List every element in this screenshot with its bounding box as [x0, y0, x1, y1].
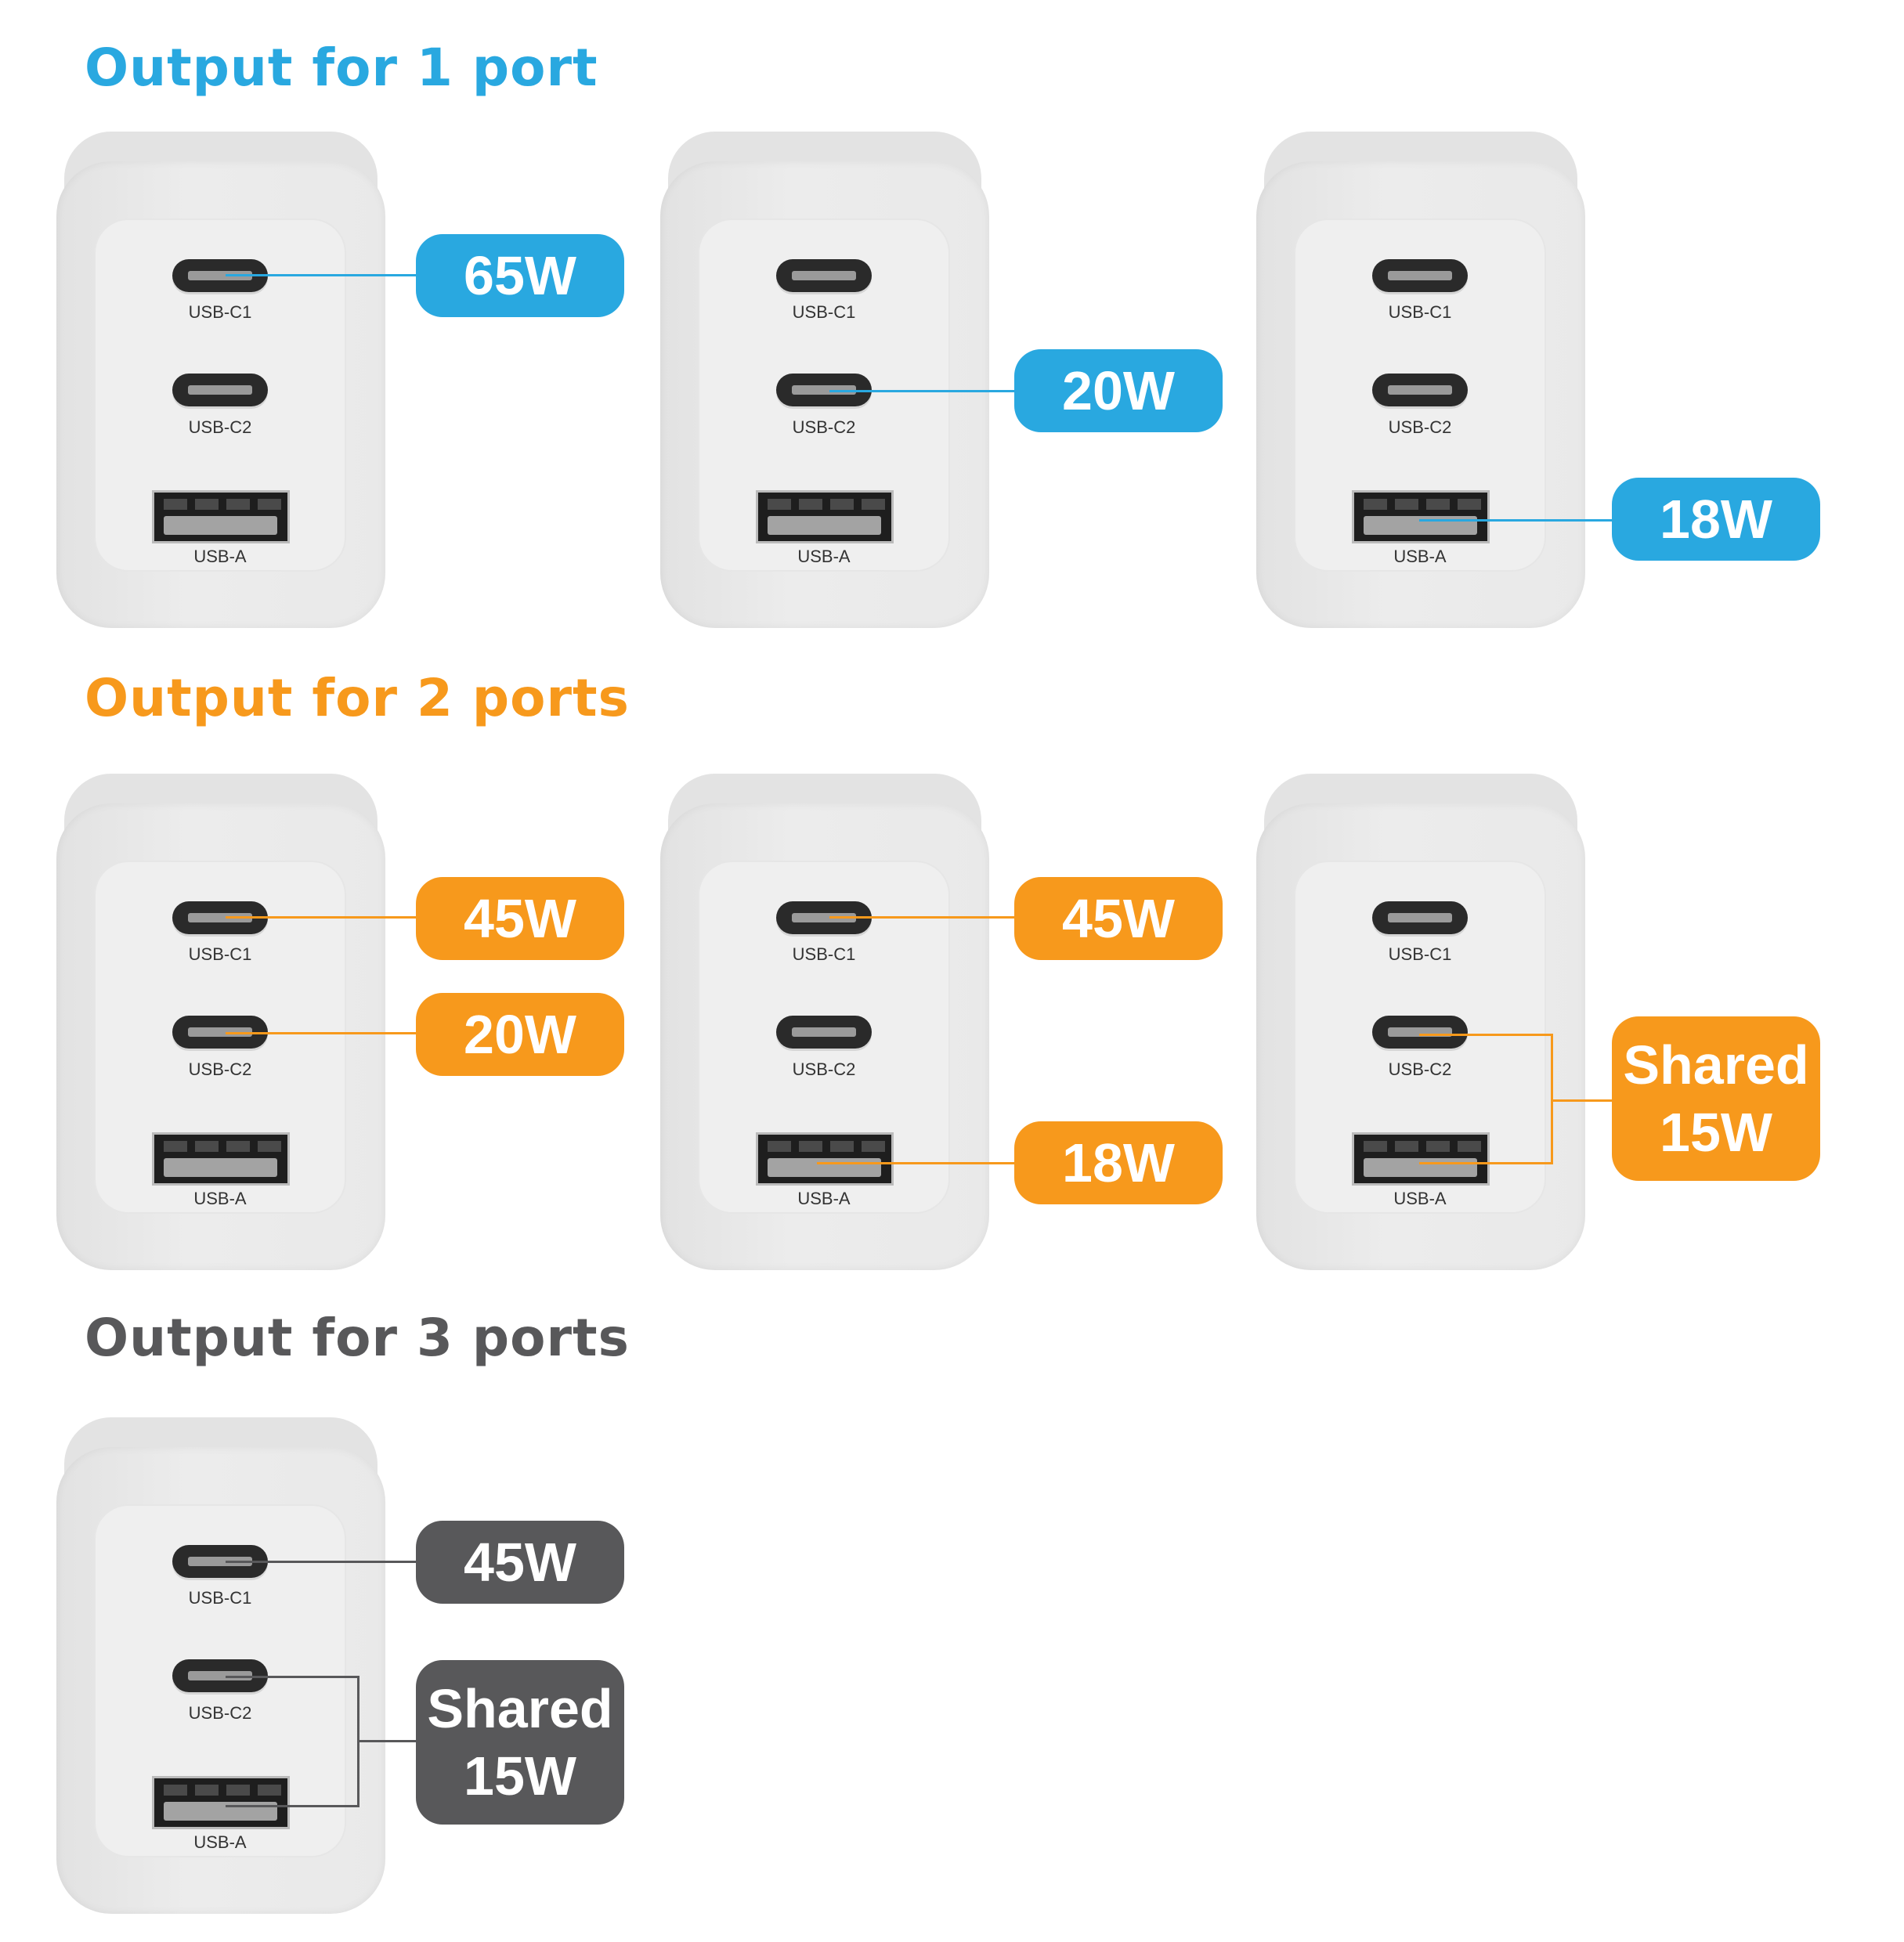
usb-c1-port: [172, 901, 268, 934]
wattage-badge: 20W: [1014, 349, 1223, 432]
usb-c2-port: [776, 1016, 872, 1049]
port-panel: USB-C1 USB-C2 USB-A: [1295, 862, 1545, 1212]
connector-line: [226, 1032, 417, 1034]
usb-c1-label: USB-C1: [1388, 944, 1452, 964]
usb-a-label: USB-A: [797, 1189, 851, 1208]
section-title-3-ports: Output for 3 ports: [85, 1308, 630, 1368]
usb-a-port: [152, 1132, 290, 1186]
usb-c2-label: USB-C2: [792, 417, 856, 437]
badge-line-2: 15W: [1660, 1102, 1772, 1163]
usb-a-label: USB-A: [193, 547, 247, 566]
usb-c1-label: USB-C1: [188, 302, 252, 322]
badge-line-2: 15W: [464, 1745, 576, 1807]
badge-line-1: Shared: [427, 1678, 613, 1739]
usb-a-port: [1352, 1132, 1490, 1186]
usb-a-port: [152, 490, 290, 543]
connector-line: [226, 916, 417, 919]
usb-a-port: [1352, 490, 1490, 543]
usb-c1-port: [1372, 259, 1468, 292]
badge-line-1: Shared: [1623, 1034, 1809, 1096]
usb-c2-port: [776, 374, 872, 406]
usb-a-label: USB-A: [797, 547, 851, 566]
usb-a-label: USB-A: [1393, 1189, 1447, 1208]
port-panel: USB-C1 USB-C2 USB-A: [96, 220, 345, 570]
section-title-2-ports: Output for 2 ports: [85, 668, 630, 728]
usb-a-port: [756, 1132, 894, 1186]
shared-bracket-bottom: [226, 1805, 359, 1807]
usb-c2-label: USB-C2: [1388, 417, 1452, 437]
connector-line: [226, 1561, 417, 1563]
wattage-badge: 45W: [416, 1521, 624, 1604]
port-panel: USB-C1 USB-C2 USB-A: [699, 862, 948, 1212]
usb-c1-port: [776, 259, 872, 292]
shared-wattage-badge: Shared 15W: [416, 1660, 624, 1825]
section-title-1-port: Output for 1 port: [85, 38, 598, 98]
connector-line: [829, 916, 1016, 919]
usb-c2-port: [1372, 1016, 1468, 1049]
wattage-badge: 18W: [1612, 478, 1820, 561]
usb-a-label: USB-A: [1393, 547, 1447, 566]
usb-c1-label: USB-C1: [1388, 302, 1452, 322]
usb-c2-label: USB-C2: [792, 1059, 856, 1079]
usb-a-port: [756, 490, 894, 543]
shared-bracket-vertical: [1551, 1034, 1553, 1164]
charger-3port: USB-C1 USB-C2 USB-A: [56, 1417, 385, 1914]
usb-c2-port: [172, 374, 268, 406]
wattage-badge: 45W: [416, 877, 624, 960]
port-panel: USB-C1 USB-C2 USB-A: [96, 862, 345, 1212]
charger-1port-c1: USB-C1 USB-C2 USB-A: [56, 132, 385, 628]
charger-2port-c1-a: USB-C1 USB-C2 USB-A: [660, 774, 989, 1270]
usb-c1-label: USB-C1: [792, 302, 856, 322]
shared-bracket-top: [1419, 1034, 1552, 1036]
usb-c1-label: USB-C1: [188, 944, 252, 964]
usb-c2-label: USB-C2: [188, 1703, 252, 1723]
connector-line: [829, 390, 1016, 392]
connector-line: [1551, 1099, 1613, 1102]
connector-line: [1419, 519, 1615, 522]
charger-1port-c2: USB-C1 USB-C2 USB-A: [660, 132, 989, 628]
shared-wattage-badge: Shared 15W: [1612, 1016, 1820, 1181]
connector-line: [817, 1162, 1016, 1164]
usb-c1-port: [1372, 901, 1468, 934]
usb-c1-label: USB-C1: [792, 944, 856, 964]
wattage-badge: 20W: [416, 993, 624, 1076]
usb-c1-label: USB-C1: [188, 1588, 252, 1608]
port-panel: USB-C1 USB-C2 USB-A: [699, 220, 948, 570]
usb-c2-port: [1372, 374, 1468, 406]
connector-line: [357, 1740, 418, 1742]
usb-c2-label: USB-C2: [188, 417, 252, 437]
wattage-badge: 45W: [1014, 877, 1223, 960]
usb-c2-port: [172, 1016, 268, 1049]
shared-bracket-bottom: [1419, 1162, 1552, 1164]
usb-a-label: USB-A: [193, 1189, 247, 1208]
usb-a-port: [152, 1776, 290, 1829]
charger-2port-c1-c2: USB-C1 USB-C2 USB-A: [56, 774, 385, 1270]
connector-line: [226, 274, 417, 276]
shared-bracket-top: [226, 1676, 359, 1678]
usb-c2-label: USB-C2: [1388, 1059, 1452, 1079]
charger-2port-shared: USB-C1 USB-C2 USB-A: [1256, 774, 1585, 1270]
port-panel: USB-C1 USB-C2 USB-A: [1295, 220, 1545, 570]
charger-1port-a: USB-C1 USB-C2 USB-A: [1256, 132, 1585, 628]
wattage-badge: 65W: [416, 234, 624, 317]
usb-c2-label: USB-C2: [188, 1059, 252, 1079]
wattage-badge: 18W: [1014, 1121, 1223, 1204]
usb-a-label: USB-A: [193, 1832, 247, 1852]
port-panel: USB-C1 USB-C2 USB-A: [96, 1506, 345, 1856]
